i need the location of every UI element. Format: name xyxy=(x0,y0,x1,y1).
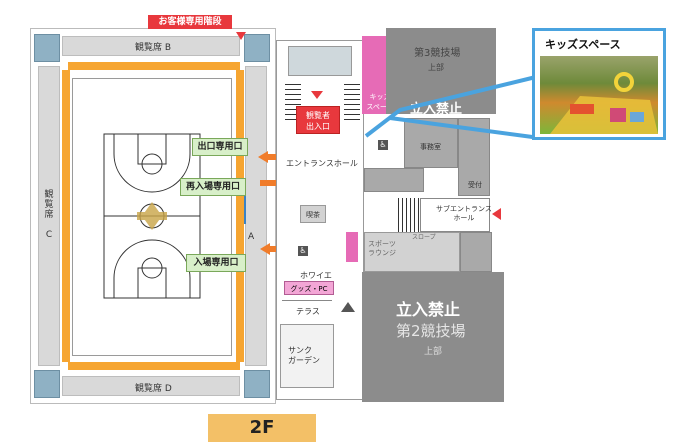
callout-pointer xyxy=(364,74,541,140)
kids-space-photo-detail xyxy=(550,72,658,134)
staff-stairs-pointer xyxy=(236,32,246,40)
sub-entrance-hall xyxy=(420,198,490,232)
entry-arrow-head xyxy=(260,243,270,255)
sunk-garden-label: サンク ガーデン xyxy=(288,346,320,365)
sports-lounge-label: スポーツ ラウンジ xyxy=(368,240,396,257)
corner-stair-tr xyxy=(244,34,270,62)
kids-space-callout-title: キッズスペース xyxy=(545,38,621,51)
toilet-icon: ♿ xyxy=(298,246,308,256)
seats-c-label: 観覧席 C xyxy=(44,190,54,240)
terrace-line xyxy=(282,300,332,301)
seats-a-label: A xyxy=(248,232,255,242)
sub-entrance-stairs xyxy=(398,198,420,232)
seats-d xyxy=(62,376,240,396)
goods-pc-box: グッズ・PC xyxy=(284,281,334,295)
arena2-no-entry: 立入禁止 xyxy=(396,300,461,319)
seats-b xyxy=(62,36,240,56)
cafe-label: 喫茶 xyxy=(306,211,320,219)
sub-entrance-marker xyxy=(492,208,501,220)
slope-label: スロープ xyxy=(412,234,436,241)
seats-d-label: 観覧席 D xyxy=(135,384,172,394)
hall-rooms xyxy=(364,168,424,192)
arena2-upper: 上部 xyxy=(424,347,443,357)
corner-stair-br xyxy=(244,370,270,398)
foyer-label: ホワイエ xyxy=(300,271,332,280)
entrance-hall-label: エントランスホール xyxy=(286,159,358,168)
seats-b-label: 観覧席 B xyxy=(135,43,172,53)
spectator-gate-marker xyxy=(311,91,323,99)
sports-lounge xyxy=(364,232,460,272)
hall-stairs-top xyxy=(288,46,352,76)
corner-stair-tl xyxy=(34,34,60,62)
corner-stair-bl xyxy=(34,370,60,398)
arena3-upper: 上部 xyxy=(428,63,444,72)
arena2-block xyxy=(362,272,504,402)
spectator-gate: 観覧者 出入口 xyxy=(296,106,340,134)
entry-gate-tag: 入場専用口 xyxy=(186,254,246,272)
accessible-toilet-icon: ♿ xyxy=(378,140,388,150)
basketball-court xyxy=(103,133,201,299)
terrace-label: テラス xyxy=(296,307,320,316)
office-label: 事務室 xyxy=(420,143,441,151)
exit-arrow-head xyxy=(258,151,268,163)
seats-a xyxy=(245,66,267,366)
arena3-label: 第3競技場 xyxy=(414,48,461,59)
reentry-gate-tag: 再入場専用口 xyxy=(180,178,246,196)
kids-space-pink-col xyxy=(362,36,386,92)
aed-strip xyxy=(346,232,358,262)
route-right xyxy=(236,70,244,362)
lounge-side-rooms xyxy=(460,232,492,272)
exit-gate-tag: 出口専用口 xyxy=(192,138,248,156)
reception-label: 受付 xyxy=(468,181,482,189)
cafe-room xyxy=(300,205,326,223)
sub-entrance-label: サブエントランス ホール xyxy=(436,205,492,222)
route-left xyxy=(62,70,70,362)
arena2-label: 第2競技場 xyxy=(396,322,466,340)
hall-stairs-right xyxy=(344,80,360,120)
route-bottom xyxy=(68,362,240,370)
route-top xyxy=(68,62,240,70)
floor-label: 2F xyxy=(208,414,316,442)
stair-up-icon xyxy=(341,302,355,312)
seats-c xyxy=(38,66,60,366)
staff-stairs-label: お客様専用階段 xyxy=(148,15,232,29)
sunk-garden xyxy=(280,324,334,388)
